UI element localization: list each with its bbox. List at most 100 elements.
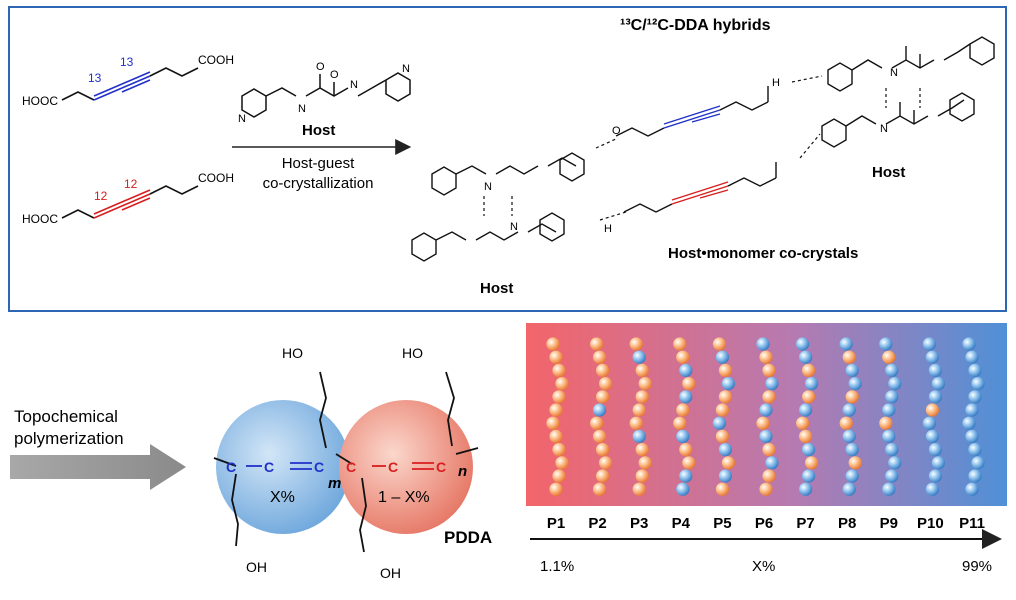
- monomer-sphere: [842, 350, 856, 364]
- monomer-sphere: [679, 443, 693, 457]
- host-o-1: O: [316, 61, 325, 73]
- dda-13c-right-acid: COOH: [198, 53, 234, 67]
- monomer-sphere: [845, 443, 859, 457]
- monomer-sphere: [796, 416, 810, 430]
- sample-label: P2: [588, 515, 606, 532]
- isotope-label-12a: 12: [94, 189, 108, 203]
- host-pyridine-n-1: N: [238, 113, 246, 125]
- ring-left-label: X%: [270, 489, 295, 506]
- monomer-sphere: [931, 377, 946, 391]
- dda-13c-structure: [61, 67, 199, 101]
- monomer-sphere: [676, 350, 690, 364]
- host-label-left: Host: [480, 280, 513, 297]
- monomer-sphere: [635, 469, 649, 483]
- monomer-sphere: [965, 429, 979, 443]
- blue-segment-circle: [216, 400, 350, 534]
- monomer-sphere: [765, 456, 779, 470]
- monomer-sphere: [971, 377, 985, 391]
- monomer-sphere: [925, 482, 940, 496]
- monomer-sphere: [552, 469, 566, 483]
- monomer-sphere: [632, 429, 646, 443]
- monomer-sphere: [882, 403, 896, 417]
- cocrystal-n-3: N: [484, 181, 492, 193]
- monomer-sphere: [968, 469, 982, 483]
- ring-right-label: 1 – X%: [378, 489, 430, 506]
- monomer-sphere: [928, 363, 943, 377]
- monomer-sphere: [762, 469, 776, 483]
- monomer-sphere: [802, 469, 816, 483]
- cocrystal-h-1: H: [604, 223, 612, 235]
- monomer-sphere: [679, 469, 693, 483]
- monomer-sphere: [839, 416, 853, 430]
- cocrystal-title: Host•monomer co-crystals: [668, 245, 858, 262]
- pdda-top-acid-1: HO: [282, 345, 303, 361]
- monomer-sphere: [635, 363, 649, 377]
- monomer-sphere: [546, 337, 560, 351]
- host-label-center: Host: [302, 122, 335, 139]
- reaction-scheme-panel: [8, 6, 1007, 312]
- cocrystal-structure: [411, 36, 995, 262]
- monomer-sphere: [971, 456, 985, 470]
- monomer-sphere: [593, 429, 607, 443]
- pdda-label: PDDA: [444, 528, 492, 547]
- monomer-sphere: [552, 363, 566, 377]
- monomer-sphere: [638, 377, 652, 391]
- monomer-sphere: [679, 390, 693, 404]
- monomer-sphere: [552, 443, 566, 457]
- monomer-sphere: [922, 416, 937, 430]
- monomer-sphere: [593, 482, 607, 496]
- hydrogen-bonds: [483, 75, 921, 221]
- monomer-sphere: [718, 390, 733, 404]
- monomer-sphere: [965, 403, 979, 417]
- sample-label: P4: [672, 515, 691, 532]
- monomer-sphere: [882, 482, 896, 496]
- monomer-sphere: [555, 377, 569, 391]
- monomer-sphere: [922, 337, 937, 351]
- monomer-sphere: [962, 416, 976, 430]
- monomer-sphere: [928, 443, 943, 457]
- monomer-sphere: [845, 390, 859, 404]
- monomer-sphere: [805, 377, 819, 391]
- monomer-sphere: [848, 377, 862, 391]
- monomer-sphere: [759, 350, 773, 364]
- monomer-sphere: [712, 416, 727, 430]
- monomer-sphere: [965, 350, 979, 364]
- monomer-sphere: [968, 363, 982, 377]
- monomer-sphere: [968, 390, 982, 404]
- isotope-label-13b: 13: [120, 55, 134, 69]
- axis-mid-label: X%: [752, 558, 775, 575]
- monomer-sphere: [638, 456, 652, 470]
- monomer-sphere: [546, 416, 560, 430]
- monomer-sphere: [759, 482, 773, 496]
- hybrids-title: ¹³C/¹²C-DDA hybrids: [620, 17, 771, 34]
- sample-label: P5: [713, 515, 731, 532]
- cocrystal-n-4: N: [510, 221, 518, 233]
- monomer-sphere: [549, 350, 563, 364]
- monomer-sphere: [885, 443, 899, 457]
- dda-13c-left-acid: HOOC: [22, 94, 58, 108]
- monomer-sphere: [885, 363, 899, 377]
- monomer-sphere: [882, 350, 896, 364]
- sample-label: P8: [838, 515, 856, 532]
- polymer-chains: [546, 337, 985, 496]
- monomer-sphere: [888, 456, 902, 470]
- monomer-sphere: [712, 337, 727, 351]
- cocrystal-n-1: N: [890, 67, 898, 79]
- monomer-sphere: [882, 429, 896, 443]
- monomer-sphere: [925, 350, 940, 364]
- sample-label: P11: [959, 515, 985, 532]
- monomer-sphere: [928, 390, 943, 404]
- polymerization-text-2: polymerization: [14, 429, 124, 448]
- dda-12c-left-acid: HOOC: [22, 212, 58, 226]
- monomer-sphere: [756, 337, 770, 351]
- isotope-label-12b: 12: [124, 177, 138, 191]
- host-structure: [241, 72, 411, 118]
- monomer-sphere: [888, 377, 902, 391]
- monomer-sphere: [762, 390, 776, 404]
- monomer-sphere: [718, 363, 733, 377]
- monomer-sphere: [962, 337, 976, 351]
- monomer-sphere: [549, 482, 563, 496]
- monomer-sphere: [715, 403, 730, 417]
